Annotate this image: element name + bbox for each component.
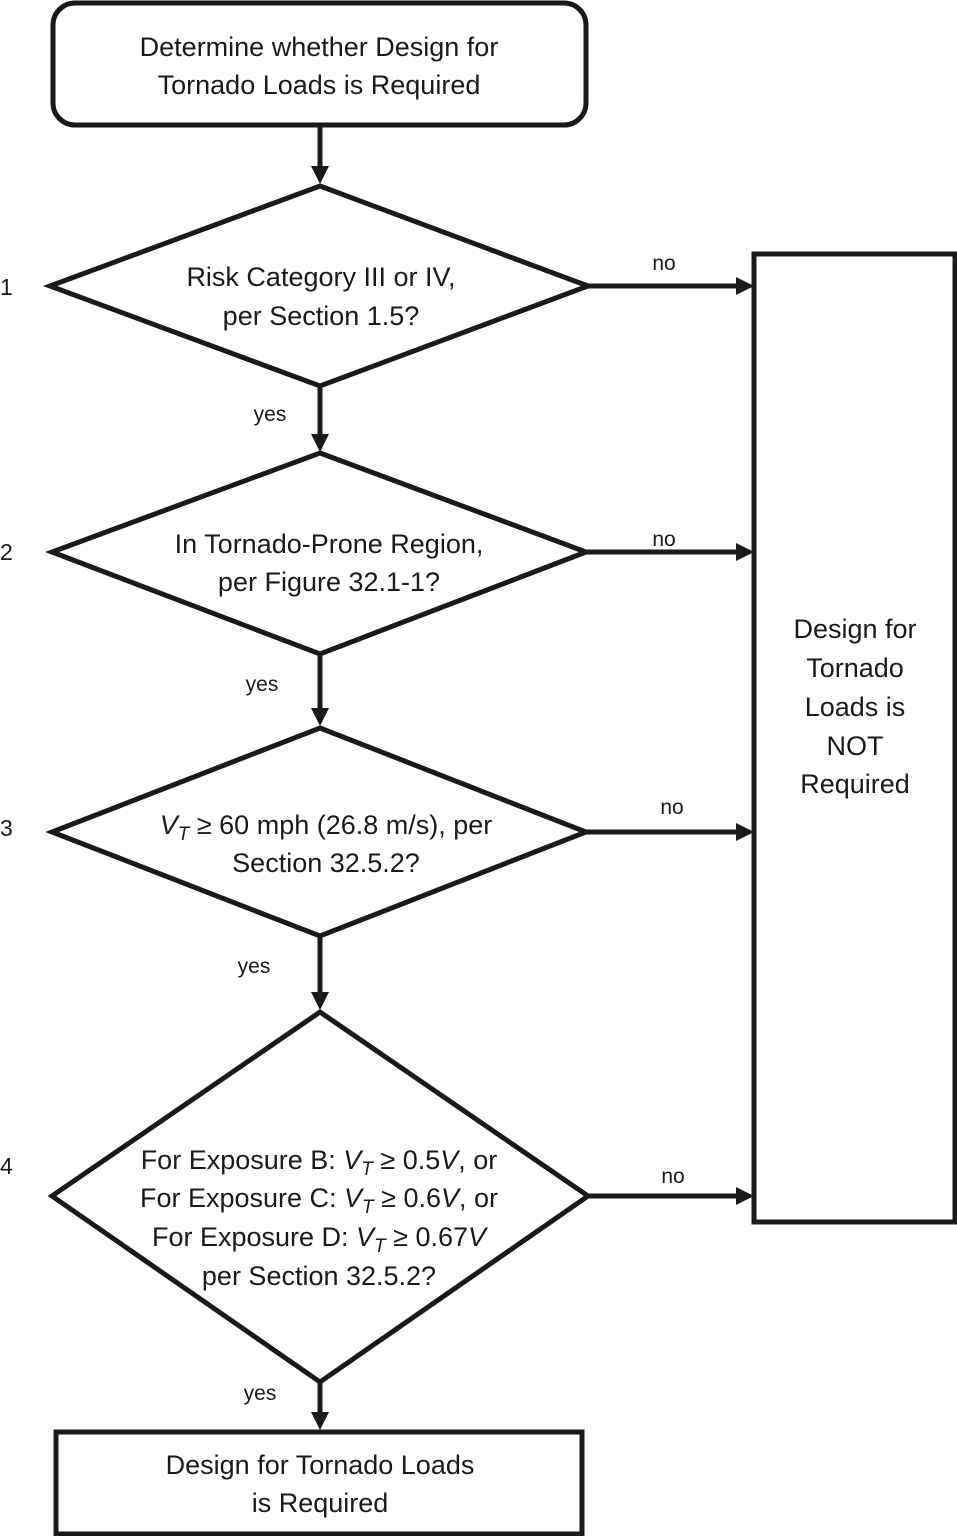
arrow-decision-2-no bbox=[586, 543, 754, 561]
decision-4-line3-var: V bbox=[356, 1222, 377, 1252]
decision-2-text-line1: In Tornado-Prone Region, bbox=[175, 529, 484, 559]
decision-4-line3-prefix: For Exposure D: bbox=[152, 1222, 356, 1252]
decision-4-text-line2: For Exposure C: VT ≥ 0.6V, or bbox=[140, 1183, 498, 1218]
decision-3-text-line2: Section 32.5.2? bbox=[232, 848, 420, 878]
decision-4-no-label: no bbox=[661, 1165, 684, 1188]
decision-4-line1-var: V bbox=[343, 1145, 364, 1175]
step-number-3: 3 bbox=[0, 815, 13, 841]
decision-2-yes-label: yes bbox=[246, 673, 279, 696]
decision-3-condition: ≥ 60 mph (26.8 m/s), per bbox=[189, 810, 492, 840]
decision-4-text-line4: per Section 32.5.2? bbox=[202, 1261, 436, 1291]
decision-4-line1-prefix: For Exposure B: bbox=[141, 1145, 344, 1175]
decision-1-no-label: no bbox=[652, 252, 675, 275]
decision-3-yes-label: yes bbox=[238, 955, 271, 978]
decision-3-text-line1: VT ≥ 60 mph (26.8 m/s), per bbox=[160, 810, 493, 845]
decision-1-yes-label: yes bbox=[254, 403, 287, 426]
arrow-decision-3-no bbox=[586, 823, 754, 841]
step-number-1: 1 bbox=[0, 274, 13, 300]
not-required-line2: Tornado bbox=[806, 653, 904, 683]
arrow-decision-3-yes bbox=[311, 936, 329, 1010]
decision-4-line1-suffix: , or bbox=[458, 1145, 497, 1175]
decision-4-line2-var: V bbox=[344, 1183, 365, 1213]
start-box bbox=[50, 0, 589, 128]
required-text-line2: is Required bbox=[252, 1488, 389, 1518]
decision-4-yes-label: yes bbox=[244, 1382, 277, 1405]
arrow-decision-4-no bbox=[588, 1187, 754, 1205]
decision-3-var-subscript: T bbox=[178, 824, 191, 845]
arrow-start-to-decision-1 bbox=[311, 126, 329, 184]
decision-4-line2-prefix: For Exposure C: bbox=[140, 1183, 344, 1213]
required-text-line1: Design for Tornado Loads bbox=[166, 1450, 475, 1480]
decision-4-text-line1: For Exposure B: VT ≥ 0.5V, or bbox=[141, 1145, 498, 1180]
decision-4-line1-var2: V bbox=[440, 1145, 461, 1175]
decision-1-text-line2: per Section 1.5? bbox=[223, 301, 420, 331]
not-required-box bbox=[751, 251, 957, 1225]
start-text-line1: Determine whether Design for bbox=[140, 32, 499, 62]
arrow-decision-1-yes bbox=[311, 386, 329, 452]
decision-1-text-line1: Risk Category III or IV, bbox=[186, 262, 455, 292]
start-text-line2: Tornado Loads is Required bbox=[158, 70, 481, 100]
not-required-line3: Loads is bbox=[805, 692, 906, 722]
decision-3-var: V bbox=[160, 810, 181, 840]
decision-4-text-line3: For Exposure D: VT ≥ 0.67V bbox=[152, 1222, 489, 1257]
decision-4-line2-var2: V bbox=[441, 1183, 462, 1213]
step-number-2: 2 bbox=[0, 539, 13, 565]
not-required-line1: Design for bbox=[793, 614, 916, 644]
not-required-line5: Required bbox=[800, 769, 910, 799]
decision-3-no-label: no bbox=[660, 796, 683, 819]
decision-4-line3-subscript: T bbox=[374, 1236, 387, 1257]
decision-2-text-line2: per Figure 32.1-1? bbox=[218, 567, 440, 597]
decision-4-line3-ratio: ≥ 0.67 bbox=[386, 1222, 468, 1252]
decision-4-line2-ratio: ≥ 0.6 bbox=[374, 1183, 441, 1213]
decision-4-line1-ratio: ≥ 0.5 bbox=[373, 1145, 440, 1175]
step-number-4: 4 bbox=[0, 1153, 13, 1179]
decision-4-line2-subscript: T bbox=[362, 1197, 375, 1218]
decision-4-line3-var2: V bbox=[468, 1222, 489, 1252]
decision-4-line1-subscript: T bbox=[361, 1159, 374, 1180]
decision-2-no-label: no bbox=[652, 528, 675, 551]
decision-4-line2-suffix: , or bbox=[459, 1183, 498, 1213]
arrow-decision-4-yes bbox=[311, 1382, 329, 1430]
arrow-decision-1-no bbox=[588, 277, 754, 295]
not-required-line4: NOT bbox=[827, 731, 884, 761]
required-box bbox=[53, 1429, 585, 1536]
arrow-decision-2-yes bbox=[311, 654, 329, 726]
